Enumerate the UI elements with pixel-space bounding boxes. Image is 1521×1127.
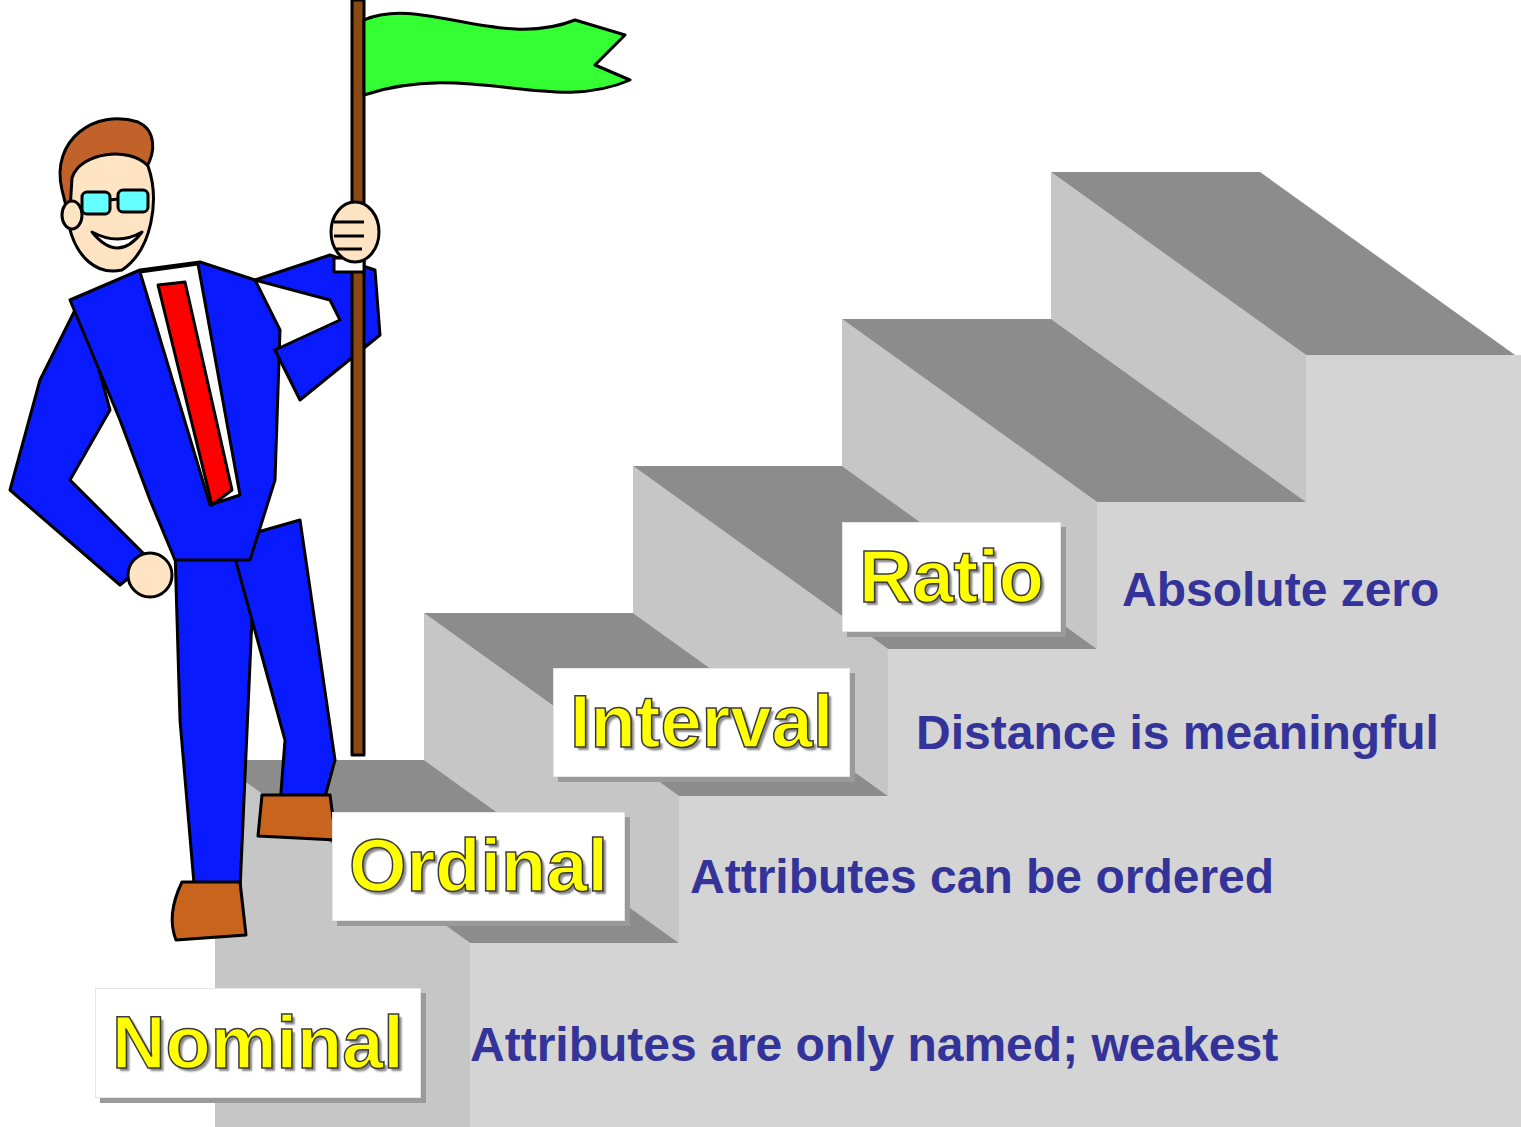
level-name: Nominal xyxy=(112,999,404,1088)
stair-tread xyxy=(1051,172,1515,355)
face xyxy=(69,154,153,271)
flag-pole xyxy=(352,0,364,755)
level-box: Ratio xyxy=(842,522,1061,632)
level-name: Interval xyxy=(570,678,833,767)
shoe xyxy=(258,795,336,840)
shoe xyxy=(172,882,246,940)
level-description: Absolute zero xyxy=(1122,562,1439,617)
hand xyxy=(331,202,379,262)
leg xyxy=(175,550,255,895)
businessman xyxy=(10,0,630,940)
level-name: Ordinal xyxy=(349,822,608,911)
flag xyxy=(364,13,630,95)
stair-tread xyxy=(842,319,1306,502)
tie xyxy=(158,282,232,505)
glasses-bridge xyxy=(110,199,118,200)
shirt xyxy=(140,264,240,505)
stair-front xyxy=(470,355,1521,1127)
level-box: Interval xyxy=(553,668,850,777)
level-description: Attributes are only named; weakest xyxy=(470,1017,1278,1072)
finger xyxy=(334,222,364,249)
glasses xyxy=(118,190,148,212)
leg xyxy=(230,520,335,808)
torso xyxy=(70,262,280,560)
stair-tread xyxy=(633,466,1097,649)
glasses xyxy=(82,192,110,214)
stair-tread xyxy=(424,613,888,796)
level-description: Attributes can be ordered xyxy=(690,849,1274,904)
ear xyxy=(62,201,82,229)
level-box: Nominal xyxy=(95,988,421,1098)
fist xyxy=(128,553,172,597)
smile xyxy=(92,232,142,248)
level-name: Ratio xyxy=(859,533,1044,622)
level-description: Distance is meaningful xyxy=(916,705,1439,760)
level-box: Ordinal xyxy=(332,812,625,921)
staircase xyxy=(215,172,1521,1127)
